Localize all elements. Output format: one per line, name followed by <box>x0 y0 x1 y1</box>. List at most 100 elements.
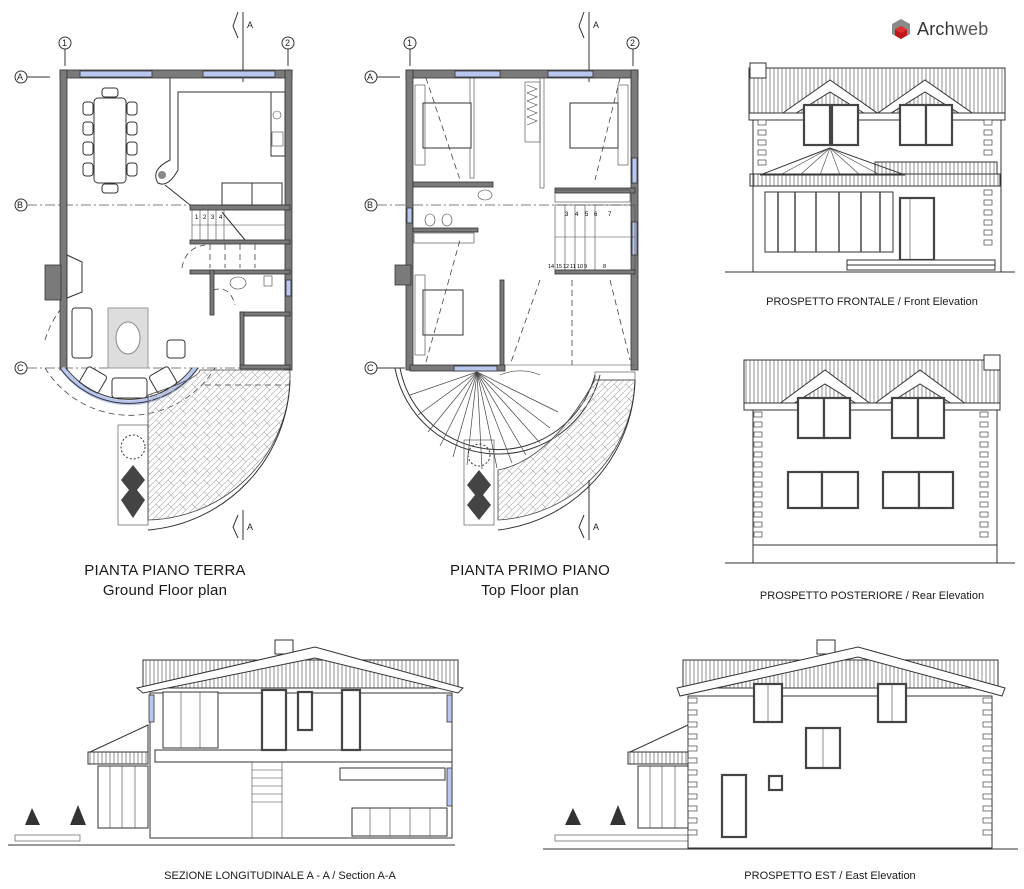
shrubs <box>25 805 86 825</box>
svg-text:A: A <box>593 20 599 30</box>
svg-text:4: 4 <box>575 212 579 218</box>
window <box>446 694 453 723</box>
svg-text:B: B <box>17 200 23 210</box>
kitchen-cabinets <box>351 807 448 837</box>
front-elevation-drawing <box>725 62 1015 273</box>
conservatory-roof <box>629 724 689 753</box>
front-door <box>898 196 936 262</box>
window <box>924 103 954 147</box>
svg-text:2: 2 <box>285 38 290 48</box>
svg-text:7: 7 <box>608 212 612 218</box>
dining-table <box>82 87 138 194</box>
svg-text:C: C <box>367 363 374 373</box>
east-elevation-drawing <box>543 639 1018 850</box>
roof <box>748 67 1006 114</box>
window <box>631 221 638 256</box>
kitchen <box>155 78 286 206</box>
window <box>917 470 955 510</box>
internal-stair <box>251 761 283 839</box>
rear-elevation-label: PROSPETTO POSTERIORE / Rear Elevation <box>759 590 985 602</box>
staircase: 1 2 3 4 <box>181 209 286 269</box>
svg-text:6: 6 <box>594 212 598 218</box>
staircase: 3 4 5 6 7 14 15 12 11 10 9 8 <box>548 204 636 271</box>
svg-text:2: 2 <box>630 38 635 48</box>
conservatory-glazing <box>764 191 894 253</box>
terrace-paving <box>497 379 636 521</box>
chimney <box>983 354 1001 371</box>
wardrobe <box>162 691 219 749</box>
living-room <box>71 307 186 399</box>
svg-text:10: 10 <box>577 264 583 270</box>
bedroom-1 <box>414 77 472 181</box>
svg-text:9: 9 <box>584 264 587 270</box>
window <box>786 470 824 510</box>
conservatory-glazing <box>97 765 149 829</box>
bedroom-3 <box>414 239 464 363</box>
svg-text:B: B <box>367 200 373 210</box>
east-elevation-label: PROSPETTO EST / East Elevation <box>744 870 916 882</box>
section-label: SEZIONE LONGITUDINALE A - A / Section A-… <box>164 870 396 882</box>
svg-text:5: 5 <box>585 212 589 218</box>
svg-text:A: A <box>17 72 23 82</box>
small-window <box>767 774 784 792</box>
terrace-paving <box>147 369 291 521</box>
svg-text:A: A <box>367 72 373 82</box>
window <box>406 207 413 224</box>
grid-markers: 1 2 A B C <box>364 36 640 375</box>
planter <box>463 439 495 526</box>
window <box>453 365 498 372</box>
window <box>631 157 638 184</box>
roof <box>743 359 1001 406</box>
side-door <box>720 773 748 839</box>
door <box>340 688 362 752</box>
top-floor-drawing: 1 2 A B C A A <box>364 11 640 540</box>
svg-text:14: 14 <box>548 264 554 270</box>
east-elevation: PROSPETTO EST / East Elevation <box>540 630 1024 889</box>
window <box>820 470 860 510</box>
svg-text:A: A <box>247 20 253 30</box>
svg-text:1: 1 <box>62 38 67 48</box>
svg-text:3: 3 <box>565 212 569 218</box>
svg-text:12: 12 <box>563 264 569 270</box>
fireplace <box>66 254 83 299</box>
window <box>822 396 852 440</box>
window <box>898 103 928 147</box>
window <box>148 694 155 723</box>
bathroom <box>212 275 273 306</box>
window <box>916 396 946 440</box>
conservatory-roof <box>89 724 149 753</box>
front-elevation: PROSPETTO FRONTALE / Front Elevation <box>720 50 1024 320</box>
svg-text:1: 1 <box>195 215 199 221</box>
svg-text:1: 1 <box>407 38 412 48</box>
svg-text:3: 3 <box>211 215 215 221</box>
logo-text: Archweb <box>917 18 989 39</box>
section-a-a: SEZIONE LONGITUDINALE A - A / Section A-… <box>0 630 480 889</box>
ground-floor-subtitle: Ground Floor plan <box>102 582 228 599</box>
door <box>260 688 288 752</box>
quoins <box>757 119 993 246</box>
quoins <box>753 411 989 538</box>
svg-text:4: 4 <box>219 215 223 221</box>
window <box>881 470 921 510</box>
rear-elevation-drawing <box>725 354 1015 564</box>
window <box>79 70 153 78</box>
svg-text:15: 15 <box>556 264 562 270</box>
window <box>454 70 501 78</box>
front-elevation-label: PROSPETTO FRONTALE / Front Elevation <box>766 296 978 308</box>
svg-text:2: 2 <box>203 215 207 221</box>
svg-text:C: C <box>17 363 24 373</box>
ground-floor-drawing: 1 2 A B C A A <box>14 11 295 540</box>
window <box>890 396 920 440</box>
svg-text:11: 11 <box>570 264 576 270</box>
top-floor-plan: 1 2 A B C A A <box>350 0 660 610</box>
rear-elevation: PROSPETTO POSTERIORE / Rear Elevation <box>720 340 1024 610</box>
chimney <box>749 62 767 79</box>
window <box>446 767 453 807</box>
chimney <box>274 639 294 655</box>
shrubs <box>565 805 626 825</box>
window <box>802 103 832 147</box>
svg-text:8: 8 <box>603 264 606 270</box>
window <box>285 279 292 297</box>
curved-balcony <box>394 367 601 470</box>
ground-floor-plan: 1 2 A B C A A <box>0 0 340 610</box>
